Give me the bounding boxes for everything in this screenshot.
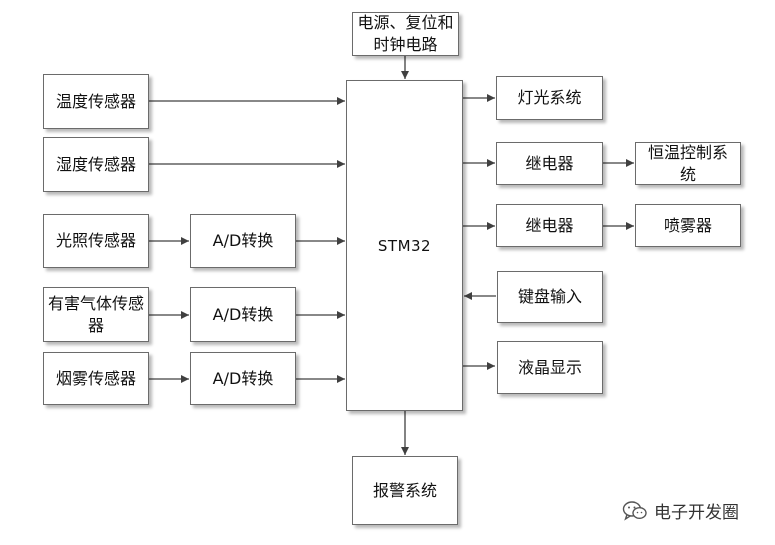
temperature-sensor-label: 温度传感器 — [55, 91, 136, 111]
sprayer-label: 喷雾器 — [663, 215, 712, 235]
adc-label-2: A/D转换 — [212, 304, 274, 324]
power-reset-clock-label: 电源、复位和时钟电路 — [357, 13, 454, 54]
temperature-sensor-box: 温度传感器 — [43, 74, 149, 129]
humidity-sensor-label: 湿度传感器 — [55, 154, 136, 174]
wechat-icon — [622, 500, 648, 522]
relay-label-2: 继电器 — [525, 215, 574, 235]
light-sensor-box: 光照传感器 — [43, 214, 149, 268]
lcd-display-box: 液晶显示 — [497, 341, 603, 394]
alarm-system-label: 报警系统 — [372, 480, 437, 500]
sprayer-box: 喷雾器 — [635, 204, 741, 247]
humidity-sensor-box: 湿度传感器 — [43, 137, 149, 192]
smoke-sensor-label: 烟雾传感器 — [55, 368, 136, 388]
lcd-display-label: 液晶显示 — [517, 357, 582, 377]
adc-box-3: A/D转换 — [190, 352, 296, 405]
watermark-text: 电子开发圈 — [654, 503, 739, 523]
stm32-label: STM32 — [377, 236, 432, 255]
gas-sensor-box: 有害气体传感器 — [43, 287, 149, 342]
alarm-system-box: 报警系统 — [352, 456, 458, 525]
light-sensor-label: 光照传感器 — [55, 231, 136, 250]
relay-label-1: 继电器 — [525, 153, 574, 173]
adc-label-1: A/D转换 — [212, 231, 274, 250]
adc-box-2: A/D转换 — [190, 287, 296, 342]
lighting-system-label: 灯光系统 — [517, 88, 582, 107]
thermostat-system-label: 恒温控制系统 — [647, 142, 728, 184]
adc-label-3: A/D转换 — [212, 368, 274, 388]
smoke-sensor-box: 烟雾传感器 — [43, 352, 149, 405]
keyboard-input-box: 键盘输入 — [497, 271, 603, 323]
thermostat-system-box: 恒温控制系统 — [635, 142, 741, 185]
relay-box-1: 继电器 — [496, 142, 603, 185]
power-reset-clock-box: 电源、复位和时钟电路 — [352, 12, 459, 56]
lighting-system-box: 灯光系统 — [496, 76, 603, 120]
stm32-mcu-box: STM32 — [346, 80, 463, 411]
adc-box-1: A/D转换 — [190, 214, 296, 268]
gas-sensor-label: 有害气体传感器 — [48, 293, 145, 335]
relay-box-2: 继电器 — [496, 204, 603, 247]
watermark: 电子开发圈 — [622, 498, 739, 523]
keyboard-input-label: 键盘输入 — [517, 287, 582, 306]
